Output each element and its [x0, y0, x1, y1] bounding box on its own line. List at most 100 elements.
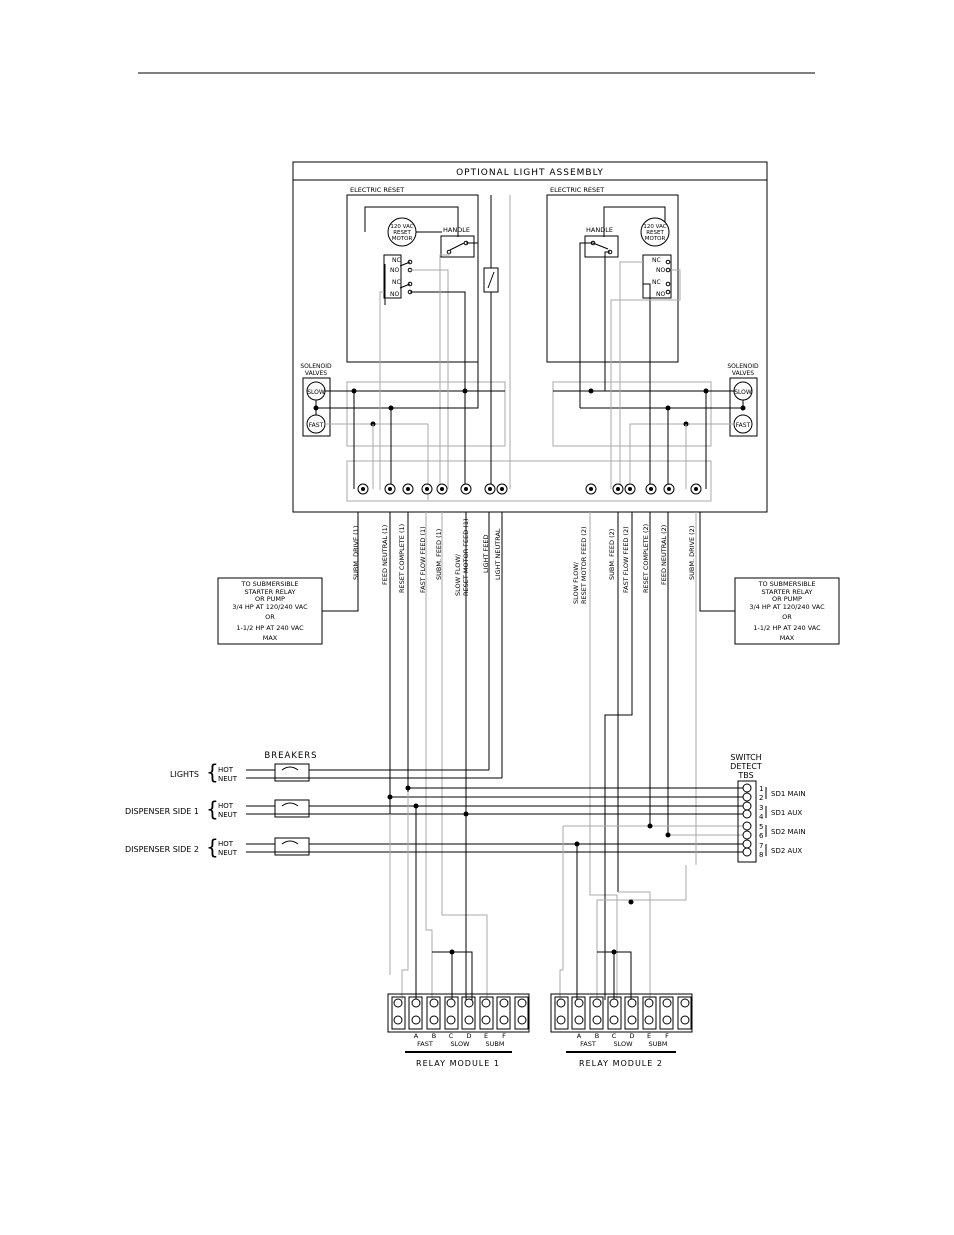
svg-text:8: 8 [759, 851, 763, 859]
svg-text:NO: NO [656, 291, 665, 298]
left-handle-switch: HANDLE [440, 226, 475, 258]
svg-text:NEUT: NEUT [218, 775, 238, 783]
svg-text:HOT: HOT [218, 840, 234, 848]
wire-label: SUBM. FEED (2) [608, 529, 616, 580]
svg-text:B: B [432, 1032, 436, 1040]
group-side-2: DISPENSER SIDE 2 [125, 845, 199, 854]
svg-text:NEUT: NEUT [218, 811, 238, 819]
svg-text:HOT: HOT [218, 802, 234, 810]
svg-text:E: E [484, 1032, 488, 1040]
breaker-lights [274, 763, 310, 782]
svg-text:C: C [612, 1032, 617, 1040]
wire-label: FEED NEUTRAL (1) [381, 525, 389, 585]
right-solenoid-valves: SOLENOID VALVES SLOW FAST [727, 363, 759, 437]
breaker-side-2 [274, 837, 310, 856]
svg-text:1: 1 [759, 785, 763, 793]
light-assembly: OPTIONAL LIGHT ASSEMBLY ELECTRIC RESET E… [292, 161, 768, 513]
wire-label: RESET COMPLETE (1) [398, 524, 406, 593]
svg-text:FAST: FAST [309, 422, 324, 429]
svg-text:RESET: RESET [646, 230, 664, 236]
svg-text:OR: OR [265, 613, 275, 621]
svg-text:MOTOR: MOTOR [392, 236, 413, 242]
relay-module-2: A B C D E F FAST SLOW SUBM RELAY MODULE … [550, 993, 693, 1068]
svg-text:SD2 AUX: SD2 AUX [771, 847, 802, 855]
left-note-box: TO SUBMERSIBLE STARTER RELAY OR PUMP 3/4… [217, 577, 323, 645]
svg-text:SUBM: SUBM [649, 1040, 668, 1048]
svg-text:TBS: TBS [737, 771, 753, 780]
relay-module-1: A B C D E F FAST SLOW SUBM RELAY MODULE … [387, 993, 530, 1068]
svg-text:{: { [206, 760, 219, 784]
svg-text:F: F [665, 1032, 669, 1040]
relay-module-2-label: RELAY MODULE 2 [579, 1059, 663, 1068]
svg-text:120 VAC: 120 VAC [643, 224, 666, 230]
svg-text:SOLENOID: SOLENOID [727, 363, 759, 370]
wire-label: FAST FLOW FEED (1) [419, 526, 427, 593]
svg-text:DETECT: DETECT [730, 762, 762, 771]
right-relay-contacts: NC NO NC NO [642, 254, 672, 299]
right-note-box: TO SUBMERSIBLE STARTER RELAY OR PUMP 3/4… [734, 577, 840, 645]
svg-text:MOTOR: MOTOR [645, 236, 666, 242]
svg-text:RESET: RESET [393, 230, 411, 236]
svg-text:OR PUMP: OR PUMP [772, 595, 802, 603]
switch-detect-tbs: SWITCH DETECT TBS 1 2 3 4 5 6 7 8 SD1 MA… [730, 753, 806, 863]
svg-text:3/4 HP AT 120/240 VAC: 3/4 HP AT 120/240 VAC [232, 603, 308, 611]
wire-label: SUBM. FEED (1) [435, 529, 443, 580]
svg-text:7: 7 [759, 842, 763, 850]
svg-text:SLOW: SLOW [307, 389, 325, 396]
wire-label: SUBM. DRIVE (1) [352, 526, 360, 580]
svg-text:A: A [577, 1032, 582, 1040]
svg-text:5: 5 [759, 823, 763, 831]
light-switch [483, 195, 499, 293]
right-wire-labels: SLOW FLOW/ RESET MOTOR FEED (2) SUBM. FE… [572, 524, 696, 604]
left-reset-label: ELECTRIC RESET [350, 186, 404, 194]
wire-label: LIGHT NEUTRAL [494, 528, 502, 580]
svg-text:D: D [629, 1032, 634, 1040]
wire-label: FAST FLOW FEED (2) [622, 526, 630, 593]
svg-text:NC: NC [652, 279, 661, 286]
svg-text:TO SUBMERSIBLE: TO SUBMERSIBLE [241, 580, 299, 588]
svg-text:SD1 MAIN: SD1 MAIN [771, 790, 806, 798]
svg-text:NC: NC [652, 257, 661, 264]
svg-text:STARTER RELAY: STARTER RELAY [761, 588, 812, 596]
svg-text:NC: NC [392, 257, 401, 264]
wire-label: SLOW FLOW/ [454, 553, 462, 596]
group-lights: LIGHTS [170, 770, 199, 779]
svg-text:F: F [502, 1032, 506, 1040]
svg-text:MAX: MAX [780, 634, 795, 642]
wire-label: RESET COMPLETE (2) [642, 524, 650, 593]
left-wire-labels: SUBM. DRIVE (1) FEED NEUTRAL (1) RESET C… [352, 518, 502, 596]
svg-text:SWITCH: SWITCH [730, 753, 761, 762]
svg-text:{: { [206, 835, 219, 859]
svg-text:HANDLE: HANDLE [443, 226, 470, 234]
svg-text:NC: NC [392, 279, 401, 286]
left-solenoid-valves: SOLENOID VALVES SLOW FAST [300, 363, 332, 437]
svg-text:FAST: FAST [736, 422, 751, 429]
breakers-title: BREAKERS [264, 751, 317, 761]
right-handle-switch: HANDLE [584, 226, 619, 258]
group-side-1: DISPENSER SIDE 1 [125, 807, 199, 816]
wire-label: SUBM. DRIVE (2) [688, 526, 696, 580]
wire-label: SLOW FLOW/ [572, 561, 580, 604]
svg-text:NO: NO [390, 267, 399, 274]
svg-text:NO: NO [390, 291, 399, 298]
svg-text:VALVES: VALVES [732, 370, 754, 377]
svg-text:E: E [647, 1032, 651, 1040]
svg-text:HANDLE: HANDLE [586, 226, 613, 234]
left-relay-contacts: NC NO NC NO [383, 254, 413, 299]
wire-label: FEED NEUTRAL (2) [660, 525, 668, 585]
svg-text:6: 6 [759, 832, 764, 840]
svg-text:SD1 AUX: SD1 AUX [771, 809, 802, 817]
svg-text:B: B [595, 1032, 599, 1040]
svg-text:FAST: FAST [417, 1040, 433, 1048]
svg-text:3: 3 [759, 804, 763, 812]
svg-text:MAX: MAX [263, 634, 278, 642]
wire-label: RESET MOTOR FEED (2) [580, 526, 588, 604]
svg-text:TO SUBMERSIBLE: TO SUBMERSIBLE [758, 580, 816, 588]
right-reset-motor: 120 VAC RESET MOTOR [603, 206, 670, 247]
svg-text:1-1/2 HP AT 240 VAC: 1-1/2 HP AT 240 VAC [753, 624, 821, 632]
svg-text:OR: OR [782, 613, 792, 621]
svg-text:C: C [449, 1032, 454, 1040]
svg-text:D: D [466, 1032, 471, 1040]
right-reset-label: ELECTRIC RESET [550, 186, 604, 194]
